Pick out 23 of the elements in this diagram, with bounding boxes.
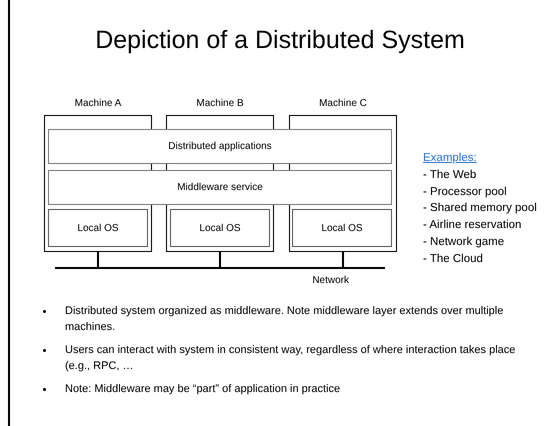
layer-band: Middleware service	[48, 170, 392, 205]
example-item: - The Web	[423, 168, 478, 183]
network-label: Network	[312, 274, 349, 288]
example-item: - Network game	[423, 234, 506, 250]
slide-title: Depiction of a Distributed System	[94, 25, 466, 56]
bullet-text: Note: Middleware may be “part” of application in practice	[65, 382, 340, 397]
machine-label: Machine B	[195, 97, 245, 111]
os-box: Local OS	[170, 209, 270, 247]
bullet-text: Users can interact with system in consistent way, regardless of where interaction takes place (e.g., RPC, …	[65, 343, 516, 374]
example-item: - The Cloud	[423, 252, 484, 267]
machine-label: Machine A	[74, 97, 122, 111]
example-item: - Airline reservation	[423, 218, 522, 234]
layer-band: Distributed applications	[48, 129, 392, 164]
example-item: - Processor pool	[423, 184, 508, 200]
os-box: Local OS	[292, 209, 392, 247]
examples-heading: Examples:	[423, 151, 478, 166]
os-box: Local OS	[48, 209, 148, 247]
connector-line	[219, 252, 221, 267]
bullet-text: Distributed system organized as middleware. Note middleware layer extends over multiple machines.	[65, 304, 504, 335]
example-item: - Shared memory pool	[423, 201, 537, 216]
connector-line	[342, 252, 344, 267]
machine-label: Machine C	[318, 97, 368, 111]
connector-line	[97, 252, 99, 267]
